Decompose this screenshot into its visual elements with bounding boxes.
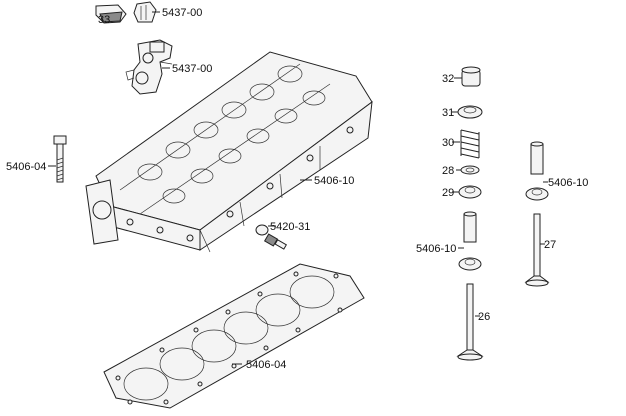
part-29-stem-seal[interactable] [458,185,482,199]
label-26: 26 [478,311,490,323]
part-33-clip[interactable] [95,4,127,24]
label-30: 30 [442,137,454,149]
part-5406-04-head-bolt[interactable] [53,135,67,183]
part-5437-00-bracket[interactable] [133,1,157,23]
label-33: 33 [98,14,110,26]
part-5406-10-valve-guide-left[interactable] [463,211,477,243]
part-30-valve-spring[interactable] [460,129,480,159]
label-5437-00-mid: 5437-00 [172,63,212,75]
label-5406-10-head: 5406-10 [314,175,354,187]
part-valve-seat-ring[interactable] [458,257,482,271]
part-5406-10-valve-guide-right[interactable] [525,141,549,201]
part-5406-10-cylinder-head[interactable] [85,51,373,253]
label-29: 29 [442,187,454,199]
part-31-spring-retainer[interactable] [457,105,483,119]
label-5437-00-top: 5437-00 [162,7,202,19]
label-31: 31 [442,107,454,119]
label-5420-31: 5420-31 [270,221,310,233]
label-5406-04-bolt: 5406-04 [6,161,46,173]
label-28: 28 [442,165,454,177]
part-5437-00-rocker-assembly[interactable] [125,39,173,95]
label-27: 27 [544,239,556,251]
label-5406-04-gasket: 5406-04 [246,359,286,371]
label-5406-10-guide-right: 5406-10 [548,177,588,189]
label-5406-10-guide-left: 5406-10 [416,243,456,255]
part-5406-04-head-gasket[interactable] [103,263,365,409]
label-32: 32 [442,73,454,85]
part-5420-31-sensor[interactable] [255,224,288,250]
part-28-spring-washer[interactable] [460,165,480,175]
part-32-tappet[interactable] [461,66,481,87]
part-27-valve[interactable] [524,213,550,287]
part-26-valve[interactable] [456,283,484,361]
